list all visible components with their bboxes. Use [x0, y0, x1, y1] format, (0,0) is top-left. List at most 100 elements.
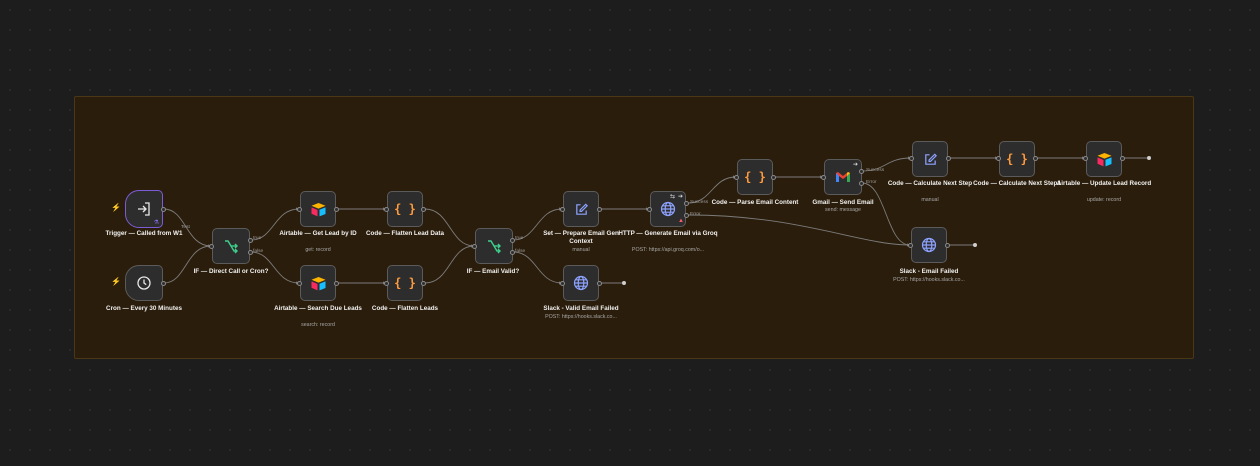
node-title: Airtable — Search Due Leads — [274, 305, 362, 312]
node-slack-valid[interactable] — [563, 265, 599, 301]
node-code-flatten-leads[interactable]: { } — [387, 265, 423, 301]
handle-label: true — [253, 236, 262, 241]
node-subtitle: POST: https://hooks.slack.co... — [893, 277, 965, 283]
if-branch-icon — [225, 240, 238, 254]
node-gmail[interactable]: ➔ — [824, 159, 862, 195]
node-if-direct[interactable] — [212, 228, 250, 264]
node-title: Code — Flatten Leads — [371, 305, 439, 312]
input-port[interactable] — [209, 244, 214, 249]
node-title: Code — Parse Email Content — [711, 199, 799, 206]
code-braces-icon: { } — [1006, 152, 1028, 166]
node-subtitle: POST: https://api.groq.com/o... — [631, 247, 705, 253]
add-node-icon[interactable] — [973, 243, 977, 247]
node-subtitle: manual — [921, 197, 939, 203]
output-port[interactable] — [334, 207, 339, 212]
warning-icon: ▲ — [678, 218, 684, 224]
node-title: Cron — Every 30 Minutes — [106, 305, 182, 312]
node-trigger[interactable]: ⚗ — [125, 190, 163, 228]
output-port[interactable] — [161, 281, 166, 286]
node-title: Code — Calculate Next Step1 — [973, 180, 1061, 187]
handle-label: true — [515, 236, 524, 241]
input-port[interactable] — [384, 281, 389, 286]
output-port[interactable] — [859, 169, 864, 174]
node-if-email-valid[interactable] — [475, 228, 513, 264]
input-port[interactable] — [909, 156, 914, 161]
output-port[interactable] — [945, 243, 950, 248]
input-port[interactable] — [647, 207, 652, 212]
node-code-flatten-lead[interactable]: { } — [387, 191, 423, 227]
output-port[interactable] — [859, 181, 864, 186]
node-http-groq[interactable]: ⇆ ➔ ▲ — [650, 191, 686, 227]
output-port[interactable] — [684, 201, 689, 206]
input-port[interactable] — [908, 243, 913, 248]
handle-label: Success — [690, 200, 709, 205]
input-port[interactable] — [734, 175, 739, 180]
node-title: Airtable — Get Lead by ID — [279, 230, 357, 237]
input-port[interactable] — [297, 207, 302, 212]
arrow-right-icon: ➔ — [678, 194, 684, 200]
node-slack-email[interactable] — [911, 227, 947, 263]
output-port[interactable] — [161, 207, 166, 212]
output-port[interactable] — [510, 238, 515, 243]
output-port[interactable] — [421, 281, 426, 286]
handle-label: false — [515, 249, 526, 254]
node-set-prepare[interactable] — [563, 191, 599, 227]
node-title: IF — Direct Call or Cron? — [193, 268, 269, 275]
node-title: Code — Calculate Next Step — [887, 180, 973, 187]
node-airtable-get[interactable] — [300, 191, 336, 227]
node-code-calc1[interactable]: { } — [999, 141, 1035, 177]
output-port[interactable] — [421, 207, 426, 212]
output-port[interactable] — [248, 250, 253, 255]
input-port[interactable] — [560, 207, 565, 212]
handle-label: Success — [866, 168, 885, 173]
input-port[interactable] — [560, 281, 565, 286]
node-subtitle: manual — [572, 247, 590, 253]
node-title: Gmail — Send Email — [812, 199, 874, 206]
output-port[interactable] — [1033, 156, 1038, 161]
output-port[interactable] — [510, 250, 515, 255]
node-subtitle: get: record — [305, 247, 331, 253]
output-port[interactable] — [597, 281, 602, 286]
node-title: Slack - Valid Email Failed — [543, 305, 619, 312]
handle-label: false — [253, 249, 264, 254]
node-subtitle: POST: https://hooks.slack.co... — [545, 314, 617, 320]
node-title: Set — Prepare Email Gen Context — [543, 230, 619, 245]
handle-label: Test — [181, 225, 190, 230]
node-code-calc[interactable] — [912, 141, 948, 177]
input-port[interactable] — [996, 156, 1001, 161]
globe-icon — [573, 275, 589, 291]
airtable-icon — [311, 276, 325, 290]
output-port[interactable] — [684, 213, 689, 218]
output-port[interactable] — [597, 207, 602, 212]
output-port[interactable] — [946, 156, 951, 161]
node-code-parse[interactable]: { } — [737, 159, 773, 195]
input-port[interactable] — [472, 244, 477, 249]
node-title: Airtable — Update Lead Record — [1056, 180, 1152, 187]
output-port[interactable] — [248, 238, 253, 243]
input-port[interactable] — [297, 281, 302, 286]
edit-pen-icon — [924, 152, 937, 165]
if-branch-icon — [488, 240, 501, 254]
node-title: Slack - Email Failed — [899, 268, 959, 275]
node-airtable-update[interactable] — [1086, 141, 1122, 177]
node-subtitle: search: record — [301, 322, 335, 328]
input-port[interactable] — [821, 175, 826, 180]
node-cron[interactable] — [125, 265, 163, 301]
add-node-icon[interactable] — [1147, 156, 1151, 160]
airtable-icon — [1097, 152, 1111, 166]
handle-label: Error — [866, 180, 877, 185]
node-title: HTTP — Generate Email via Groq — [618, 230, 718, 237]
output-port[interactable] — [771, 175, 776, 180]
output-port[interactable] — [334, 281, 339, 286]
input-port[interactable] — [1083, 156, 1088, 161]
clock-icon — [137, 276, 151, 290]
input-port[interactable] — [384, 207, 389, 212]
node-subtitle: update: record — [1086, 197, 1122, 203]
enter-arrow-icon — [138, 202, 150, 216]
node-airtable-search[interactable] — [300, 265, 336, 301]
globe-icon — [660, 201, 676, 217]
output-port[interactable] — [1120, 156, 1125, 161]
node-title: IF — Email Valid? — [466, 268, 520, 275]
add-node-icon[interactable] — [622, 281, 626, 285]
node-subtitle: send: message — [825, 207, 861, 213]
